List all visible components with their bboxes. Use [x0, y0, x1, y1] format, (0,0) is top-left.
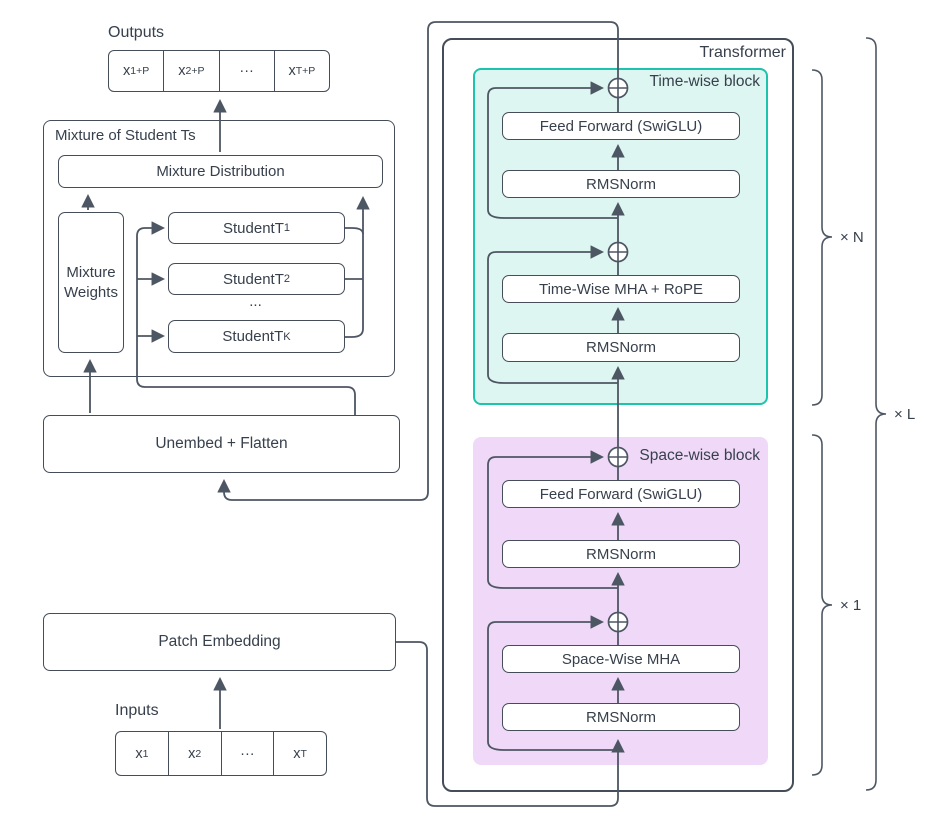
sw-mha-box: Space-Wise MHA	[502, 645, 740, 673]
outputs-label: Outputs	[108, 24, 165, 41]
sw-residual-upper	[487, 450, 618, 589]
add-icon	[607, 77, 629, 99]
tw-residual-lower	[487, 245, 618, 384]
sw-feed-forward-box: Feed Forward (SwiGLU)	[502, 480, 740, 508]
add-icon	[607, 611, 629, 633]
arrow-transformer-to-unembed	[217, 21, 619, 501]
brace-spacewise-repeat	[811, 434, 833, 776]
output-cell-ellipsis: ···	[218, 51, 274, 91]
mixture-distribution-box: Mixture Distribution	[58, 155, 383, 188]
tw-rmsnorm-mha-box: RMSNorm	[502, 333, 740, 362]
tw-rmsnorm-ff-box: RMSNorm	[502, 170, 740, 198]
connector-student1-out	[345, 227, 364, 235]
students-ellipsis: ...	[249, 293, 262, 310]
sw-rmsnorm-mha-box: RMSNorm	[502, 703, 740, 731]
spacewise-repeat-label: × 1	[840, 597, 862, 614]
tw-residual-upper	[487, 81, 618, 219]
inputs-label: Inputs	[115, 702, 159, 719]
timewise-repeat-label: × N	[840, 229, 864, 246]
add-icon	[607, 241, 629, 263]
arrow-patch-to-transformer	[396, 641, 625, 807]
brace-timewise-repeat	[811, 69, 833, 406]
space-wise-block-label: Space-wise block	[639, 447, 760, 464]
tw-feed-forward-box: Feed Forward (SwiGLU)	[502, 112, 740, 140]
mixture-title: Mixture of Student Ts	[55, 127, 196, 144]
mixture-weights-box: Mixture Weights	[58, 212, 124, 353]
arrow-unembed-to-student1	[136, 221, 356, 415]
tw-mha-rope-box: Time-Wise MHA + RoPE	[502, 275, 740, 303]
brace-transformer-repeat	[865, 37, 887, 791]
sw-residual-lower	[487, 615, 618, 751]
transformer-repeat-label: × L	[894, 406, 916, 423]
sw-rmsnorm-ff-box: RMSNorm	[502, 540, 740, 568]
arrow-students-to-distribution	[345, 195, 370, 338]
unembed-flatten-box: Unembed + Flatten	[43, 415, 400, 473]
add-icon	[607, 446, 629, 468]
mixture-of-student-ts-container	[43, 120, 395, 377]
patch-embedding-box: Patch Embedding	[43, 613, 396, 671]
input-cell-ellipsis: ···	[220, 732, 274, 775]
transformer-label: Transformer	[699, 44, 786, 61]
time-wise-block-label: Time-wise block	[649, 73, 760, 90]
